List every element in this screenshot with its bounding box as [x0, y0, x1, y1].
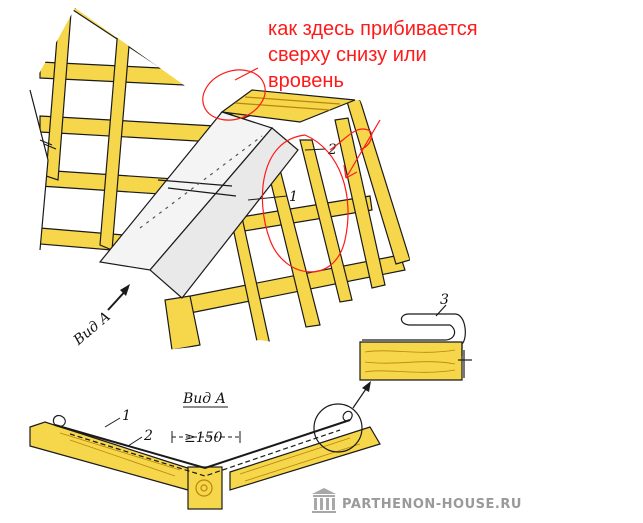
ridge-cap-section: [54, 419, 351, 470]
callout-2-top: 2: [327, 142, 337, 158]
rafter-left-section: [29, 421, 201, 491]
callouts-top: [247, 148, 327, 201]
section-view: [29, 381, 381, 510]
ridge-cap: [98, 111, 299, 299]
callout-2-bottom: 2: [143, 428, 153, 444]
dimension-label: ≥150: [184, 430, 223, 446]
watermark-text: PARTHENON-HOUSE.RU: [342, 497, 522, 512]
question-line-2: сверху снизу или: [268, 44, 427, 66]
ridge-block: [187, 466, 223, 510]
callout-3: 3: [440, 292, 449, 308]
callout-1-top: 1: [289, 189, 298, 205]
red-circle-ridge: [202, 69, 266, 121]
red-pointer-line: [234, 67, 259, 81]
roof-framing: [39, 8, 411, 351]
question-line-3: вровень: [268, 70, 344, 92]
red-squiggle: [329, 128, 373, 151]
red-annotations: [202, 67, 381, 273]
detail-board: [359, 341, 463, 381]
dimension-line: [171, 431, 241, 443]
callout-1-bottom: 1: [122, 408, 131, 424]
roof-outline: [29, 89, 57, 251]
detail-seam-fold: [362, 313, 466, 356]
ridge-beam: [220, 89, 356, 123]
folded-edge-right: [342, 410, 353, 422]
red-oval-side: [261, 134, 349, 273]
watermark-temple-icon: [312, 488, 336, 513]
view-a-arrow: [107, 284, 130, 311]
detail-inset: [359, 304, 472, 381]
view-a-arrow-label: Вид A: [70, 309, 114, 349]
question-line-1: как здесь прибивается: [268, 18, 478, 40]
rafter-right-section: [229, 426, 381, 491]
red-arrow: [343, 119, 381, 179]
callouts-bottom: [104, 417, 143, 447]
folded-edge-left: [52, 414, 66, 428]
question-text: как здесь прибивается сверху снизу или в…: [268, 16, 638, 94]
detail-circle: [313, 403, 363, 453]
view-a-title: Вид A: [182, 391, 226, 407]
